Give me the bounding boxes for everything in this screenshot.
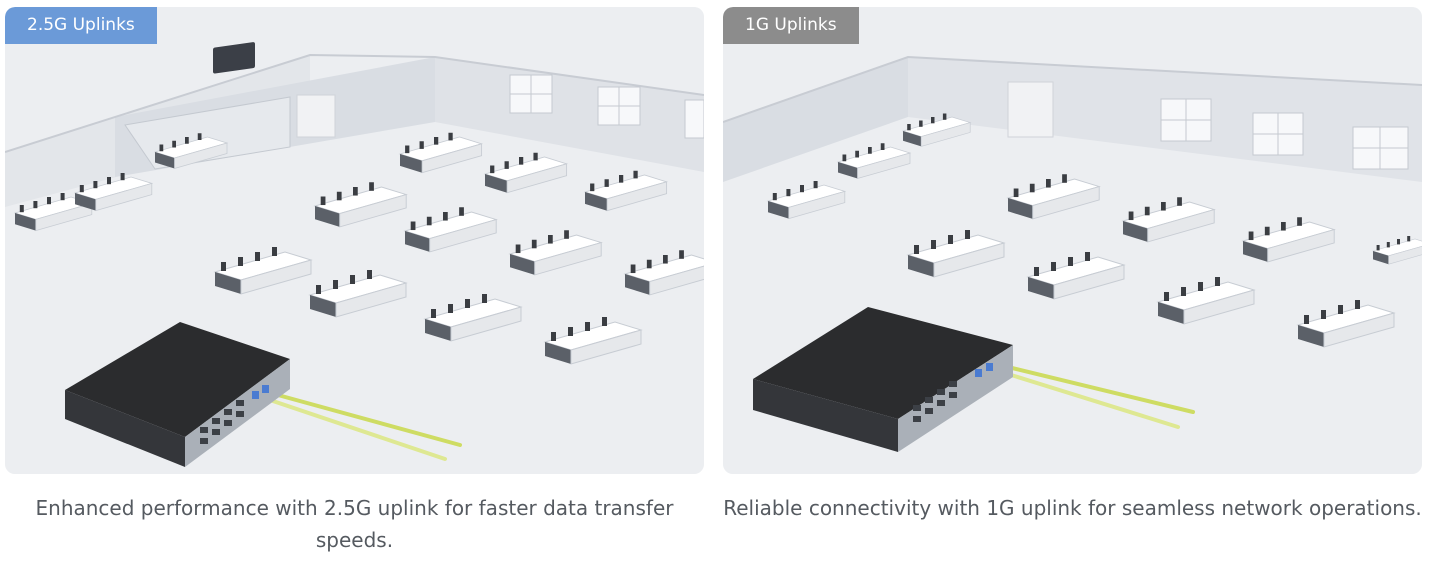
desk-cluster	[543, 317, 643, 365]
uplink-cables	[265, 390, 462, 461]
desk-cluster	[1156, 277, 1256, 325]
panel-2-5g: 2.5G Uplinks	[5, 7, 704, 474]
desk-cluster	[313, 182, 408, 228]
desk-cluster	[836, 143, 912, 179]
desk-cluster	[423, 294, 523, 342]
panel-caption-2-5g: Enhanced performance with 2.5G uplink fo…	[35, 496, 674, 552]
windows	[1160, 98, 1409, 170]
wall-edge	[723, 55, 1422, 123]
desk-cluster	[1006, 174, 1101, 220]
wall-tv	[213, 42, 255, 74]
network-switch-illustration	[65, 322, 290, 467]
desk-cluster	[403, 207, 498, 253]
back-wall-left	[723, 57, 908, 182]
desk-cluster	[623, 250, 704, 296]
desk-cluster	[308, 270, 408, 318]
desk-cluster	[1121, 197, 1216, 243]
door	[296, 94, 336, 138]
desk-cluster	[153, 133, 229, 169]
desk-cluster	[73, 173, 154, 212]
desk-cluster	[213, 247, 313, 295]
desk-cluster	[766, 181, 847, 220]
panel-caption-1g: Reliable connectivity with 1G uplink for…	[723, 496, 1422, 520]
uplink-cables	[1006, 365, 1195, 429]
desk-cluster	[508, 230, 603, 276]
desk-cluster	[1296, 300, 1396, 348]
desk-clusters	[13, 132, 704, 365]
panel-badge-1g: 1G Uplinks	[723, 7, 859, 44]
desk-cluster	[13, 193, 94, 232]
office-scene-2-5g	[5, 7, 704, 474]
desk-cluster	[1371, 236, 1422, 265]
desk-cluster	[906, 230, 1006, 278]
desk-cluster	[1241, 217, 1336, 263]
door	[1007, 81, 1054, 138]
desk-cluster	[483, 152, 569, 194]
windows	[509, 74, 704, 139]
panel-badge-2-5g: 2.5G Uplinks	[5, 7, 157, 44]
desk-cluster	[583, 170, 669, 212]
desk-cluster	[1026, 252, 1126, 300]
network-switch-illustration	[753, 307, 1013, 452]
desk-cluster	[398, 132, 484, 174]
office-scene-1g	[723, 7, 1422, 474]
panel-1g: 1G Uplinks	[723, 7, 1422, 474]
wall-edge	[5, 53, 704, 153]
desk-cluster	[901, 113, 972, 147]
desk-clusters	[766, 113, 1422, 348]
